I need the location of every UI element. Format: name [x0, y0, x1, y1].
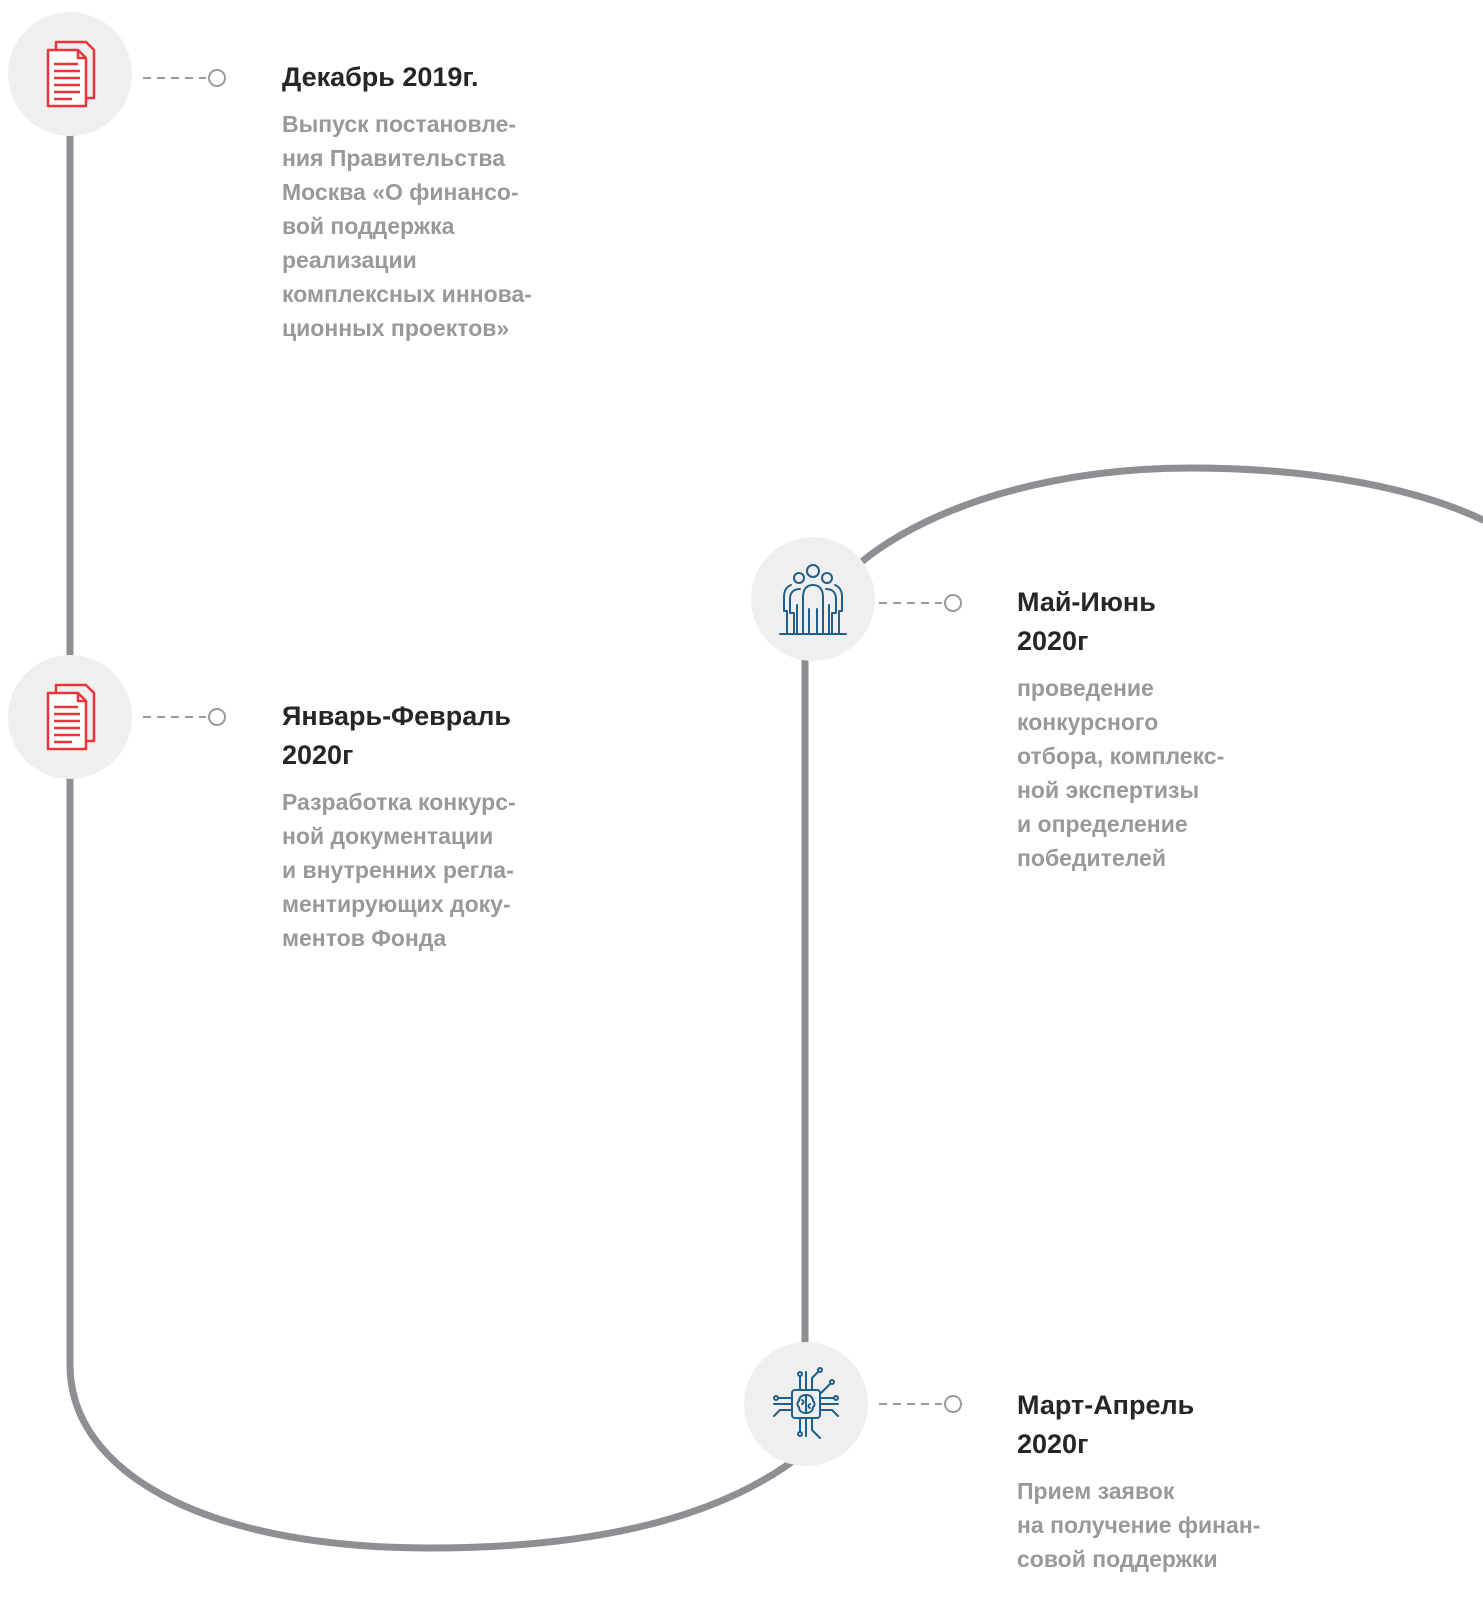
- timeline-node-may-jun-2020: [751, 537, 875, 661]
- timeline-entry-mar-apr-2020: Март-Апрель 2020г Прием заявок на получе…: [1017, 1386, 1317, 1576]
- timeline-entry-jan-feb-2020: Январь-Февраль 2020г Разработка конкурс-…: [282, 697, 582, 955]
- timeline-entry-may-jun-2020: Май-Июнь 2020г проведение конкурсного от…: [1017, 583, 1317, 875]
- timeline-node-dec-2019: [8, 12, 132, 136]
- timeline-node-jan-feb-2020: [8, 655, 132, 779]
- timeline-entry-dec-2019: Декабрь 2019г. Выпуск постановле- ния Пр…: [282, 58, 582, 345]
- ai-chip-icon: [773, 1367, 839, 1439]
- connector-dashed: [879, 594, 962, 612]
- timeline-node-mar-apr-2020: [744, 1342, 868, 1466]
- entry-title: Март-Апрель 2020г: [1017, 1390, 1195, 1459]
- document-icon: [46, 40, 96, 108]
- entry-description: проведение конкурсного отбора, комплекс-…: [1017, 675, 1225, 871]
- connector-dashed: [143, 708, 226, 726]
- people-group-icon: [779, 564, 847, 635]
- entry-description: Разработка конкурс- ной документации и в…: [282, 789, 516, 951]
- entry-description: Выпуск постановле- ния Правительства Мос…: [282, 111, 532, 341]
- entry-title: Май-Июнь 2020г: [1017, 587, 1156, 656]
- entry-description: Прием заявок на получение финан- совой п…: [1017, 1478, 1261, 1572]
- entry-title: Январь-Февраль 2020г: [282, 701, 511, 770]
- document-icon: [46, 683, 96, 751]
- entry-title: Декабрь 2019г.: [282, 62, 479, 92]
- connector-dashed: [879, 1395, 962, 1413]
- connector-dashed: [143, 69, 226, 87]
